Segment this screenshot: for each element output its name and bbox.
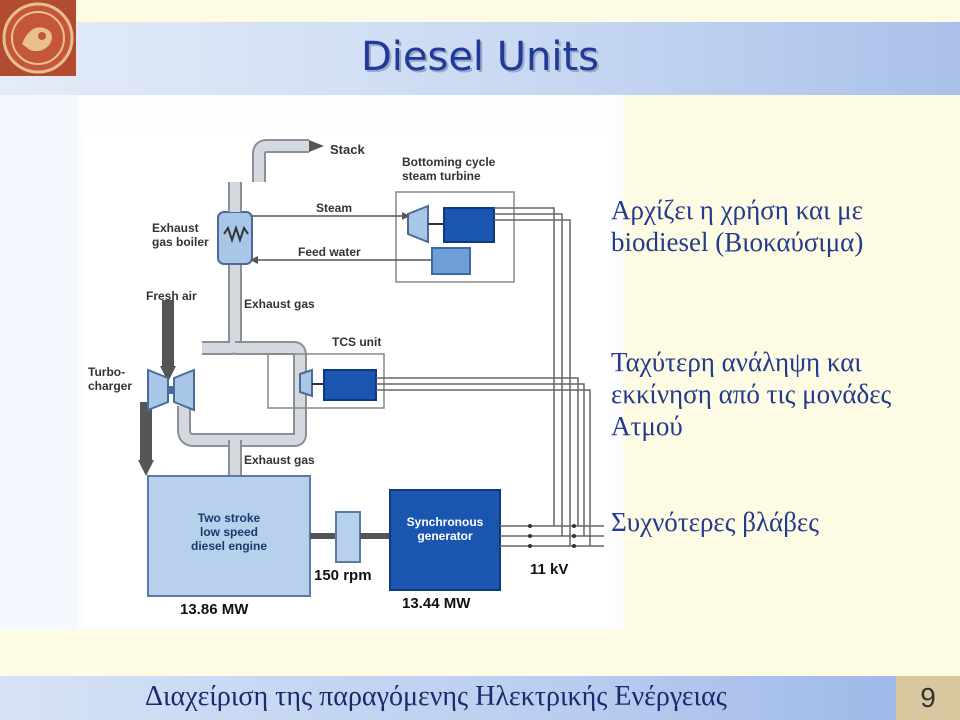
label-boiler-1: Exhaust [152,221,199,235]
slide-title: Diesel Units [360,34,600,80]
label-feed-water: Feed water [298,245,361,259]
label-generator-power: 13.44 MW [402,595,471,612]
label-engine-2: low speed [200,525,258,539]
condenser [431,247,471,275]
label-voltage: 11 kV [530,561,568,578]
bottoming-generator [443,207,495,243]
label-stack: Stack [330,142,365,157]
label-steam: Steam [316,201,352,215]
bullet-biodiesel: Αρχίζει η χρήση και με biodiesel (Βιοκαύ… [611,195,864,257]
label-turbo-2: charger [88,379,132,393]
label-generator-1: Synchronous [407,515,484,529]
page-number: 9 [896,676,960,720]
diesel-plant-diagram: Stack Bottoming cycle steam turbine Stea… [84,134,610,624]
stack-pipe [252,139,309,182]
label-rpm: 150 rpm [314,567,372,584]
label-engine-3: diesel engine [191,539,267,553]
synchronous-generator [389,489,501,591]
bullet-faster-startup: Ταχύτερη ανάληψη και εκκίνηση από τις μο… [611,347,892,441]
turbocharger-turbine [173,368,195,412]
bullet-frequent-failures: Συχνότερες βλάβες [611,507,819,537]
footer-title: Διαχείριση της παραγόμενης Ηλεκτρικής Εν… [145,681,727,712]
tcs-unit-box [267,353,385,409]
steam-turbine [407,204,429,244]
label-bottoming-1: Bottoming cycle [402,155,496,169]
bottoming-cycle-box [395,191,515,283]
label-fresh-air: Fresh air [146,289,197,303]
label-engine-power: 13.86 MW [180,601,249,618]
label-tcs-unit: TCS unit [332,335,381,349]
stack-arrow [309,140,324,152]
gearbox [335,511,361,563]
fresh-air-arrow [160,366,176,382]
electrical-lines [376,207,604,547]
label-engine-1: Two stroke [198,511,261,525]
left-strip [0,95,77,630]
diesel-engine [147,475,311,597]
label-turbo-1: Turbo- [88,365,125,379]
label-exhaust-gas-top: Exhaust gas [244,297,315,311]
university-logo [0,0,76,76]
title-band [0,22,960,95]
label-boiler-2: gas boiler [152,235,209,249]
tcs-generator [323,369,377,401]
label-exhaust-gas-bottom: Exhaust gas [244,453,315,467]
label-bottoming-2: steam turbine [402,169,481,183]
footer-band [0,676,960,720]
exhaust-boiler [217,211,253,265]
turbocharger-compressor [147,368,169,412]
label-generator-2: generator [417,529,473,543]
